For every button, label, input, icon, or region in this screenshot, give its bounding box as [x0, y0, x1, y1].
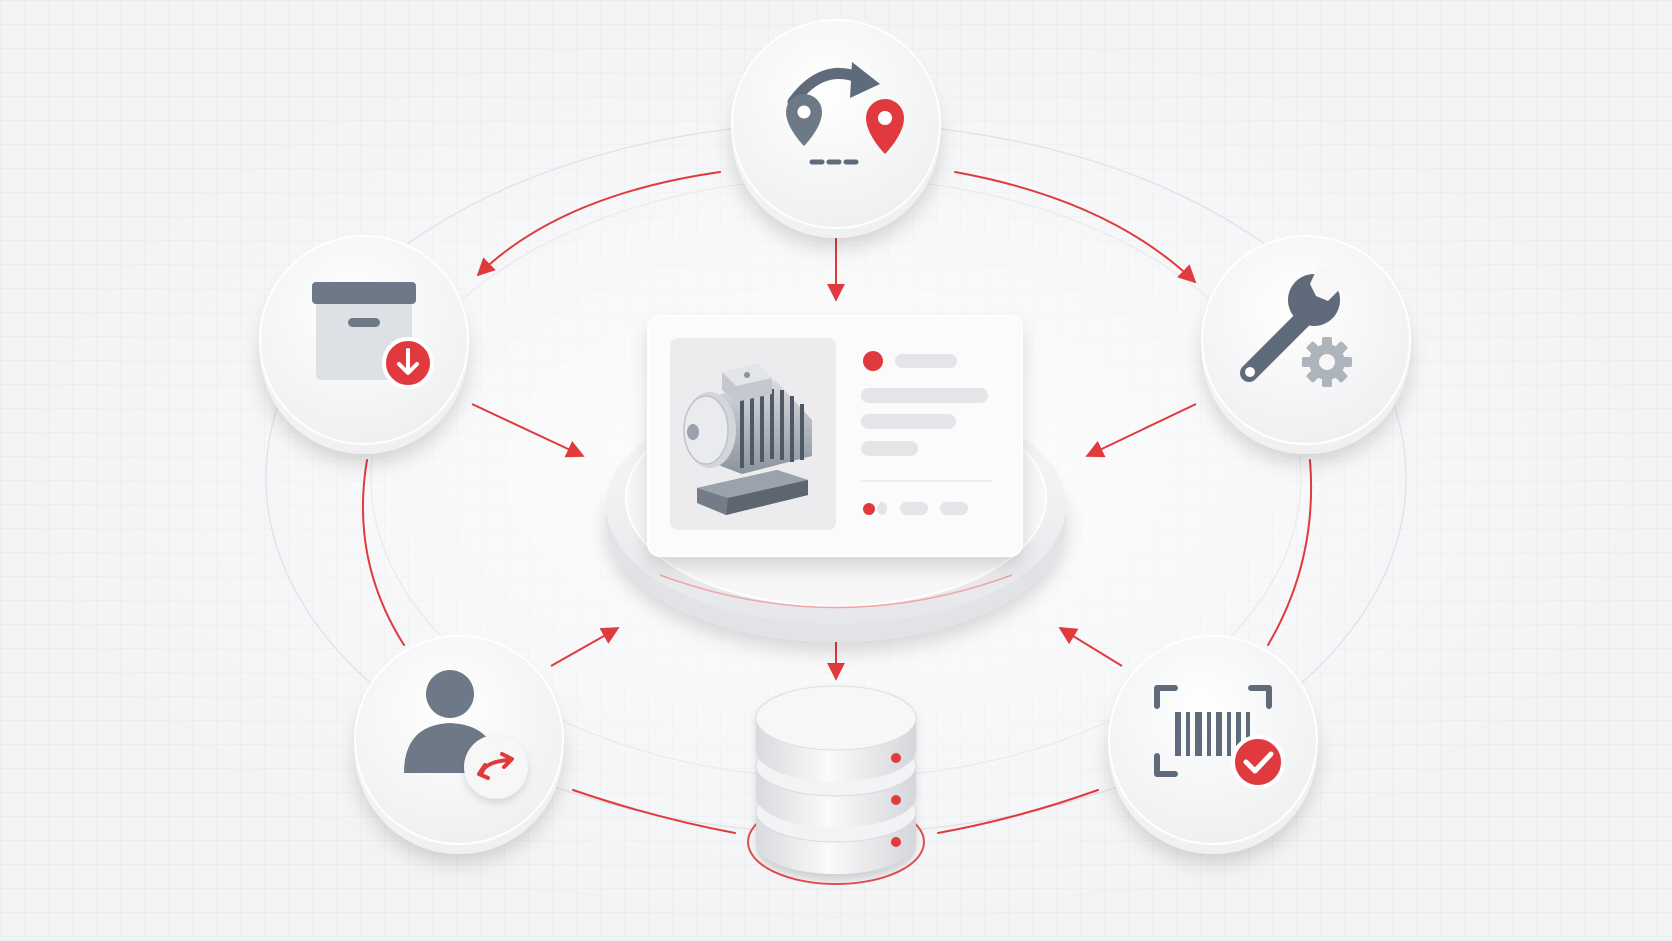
title-line: [895, 354, 957, 368]
asset-record-card[interactable]: [647, 315, 1023, 557]
inbound-box-icon: [312, 282, 434, 389]
arc-left: [361, 459, 405, 646]
detail-line-3: [861, 441, 918, 456]
arc-top-left: [476, 171, 721, 277]
user-transfer-icon: [404, 670, 528, 799]
orbit-connectors: [361, 171, 1313, 834]
arc-bottom-left: [572, 789, 736, 834]
location-transfer-icon: [786, 62, 904, 165]
receiving-node[interactable]: [259, 235, 469, 454]
detail-line-1: [861, 388, 988, 403]
arc-bottom-right: [937, 789, 1099, 834]
arrow-maintenance-hub: [1085, 403, 1197, 458]
barcode-verification-node[interactable]: [1108, 635, 1318, 854]
pagination-dots-icon[interactable]: [863, 502, 968, 515]
reassignment-node[interactable]: [354, 635, 564, 854]
arrow-barcode-hub: [1058, 627, 1123, 667]
electric-motor-icon: [683, 364, 812, 515]
database-server-icon: [755, 685, 917, 874]
arrow-receiving-hub: [471, 403, 585, 458]
status-dot-icon: [863, 351, 883, 371]
arrow-reassign-hub: [550, 627, 620, 667]
relocation-node[interactable]: [731, 19, 941, 238]
wrench-gear-icon: [1240, 266, 1352, 387]
maintenance-node[interactable]: [1201, 235, 1411, 454]
arc-top-right: [954, 171, 1197, 284]
database-node[interactable]: [747, 685, 925, 885]
arc-right: [1267, 459, 1313, 646]
barcode-check-icon: [1154, 685, 1285, 789]
detail-line-2: [861, 414, 956, 429]
